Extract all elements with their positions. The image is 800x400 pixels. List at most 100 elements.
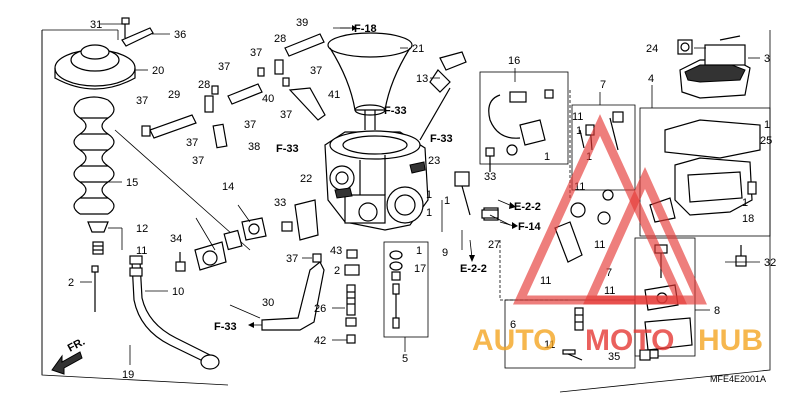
part-needle-valve-group bbox=[194, 204, 267, 271]
watermark-text-right: HUB bbox=[698, 324, 763, 357]
callout: 1 bbox=[764, 119, 770, 131]
callout: 37 bbox=[192, 155, 204, 167]
reference-arrows bbox=[248, 25, 518, 328]
leader-lines bbox=[80, 23, 760, 365]
callout: 37 bbox=[136, 95, 148, 107]
callout: 11 bbox=[594, 239, 605, 251]
callout: 42 bbox=[314, 335, 326, 347]
ref-e22-b: E-2-2 bbox=[460, 263, 487, 275]
part-screw-33a bbox=[485, 147, 495, 172]
callout: 37 bbox=[286, 253, 298, 265]
callout: 31 bbox=[90, 19, 102, 31]
part-float-assembly bbox=[679, 35, 751, 99]
part-joint-28b bbox=[274, 59, 284, 75]
part-screw-31 bbox=[121, 17, 130, 38]
callout: 2 bbox=[334, 265, 340, 277]
watermark-text-mid: MOTO bbox=[585, 324, 674, 357]
part-tube-40 bbox=[227, 83, 263, 105]
ref-e22-a: E-2-2 bbox=[514, 201, 541, 213]
callout: 21 bbox=[412, 43, 424, 55]
callout-numbers: 31 36 20 15 12 11 2 10 19 37 29 28 37 37… bbox=[68, 17, 776, 381]
ref-f18: F-18 bbox=[354, 23, 377, 35]
part-pilot-screw-group bbox=[562, 307, 584, 361]
part-top-cover bbox=[54, 44, 136, 90]
part-clip-37c bbox=[257, 67, 265, 77]
callout: 4 bbox=[648, 73, 654, 85]
callout: 1 bbox=[426, 207, 432, 219]
part-bracket-22 bbox=[294, 199, 319, 241]
part-o-ring-24 bbox=[677, 39, 693, 55]
callout: 13 bbox=[416, 73, 428, 85]
callout: 37 bbox=[250, 47, 262, 59]
part-tube-39 bbox=[284, 33, 325, 57]
callout: 39 bbox=[296, 17, 308, 29]
section-references: F-18 F-33 F-33 F-33 F-33 E-2-2 F-14 E-2-… bbox=[214, 23, 542, 333]
callout: 29 bbox=[168, 89, 180, 101]
part-screw-32 bbox=[735, 245, 747, 267]
callout: 22 bbox=[300, 173, 312, 185]
callout: 30 bbox=[262, 297, 274, 309]
callout: 11 bbox=[574, 181, 585, 193]
callout: 11 bbox=[136, 245, 147, 257]
callout: 28 bbox=[274, 33, 286, 45]
part-drain-tube bbox=[129, 255, 220, 370]
callout: 12 bbox=[136, 223, 148, 235]
callout: 35 bbox=[608, 351, 620, 363]
part-bracket-36 bbox=[121, 27, 154, 47]
callout: 20 bbox=[152, 65, 164, 77]
part-throttle-cable-23 bbox=[419, 87, 451, 141]
part-slow-jet-group bbox=[389, 250, 403, 329]
front-direction-arrow: FR. bbox=[51, 336, 87, 375]
callout: 15 bbox=[126, 177, 138, 189]
part-carburetor-body bbox=[324, 130, 429, 231]
callout: 37 bbox=[186, 137, 198, 149]
callout: 5 bbox=[402, 353, 408, 365]
callout: 37 bbox=[310, 65, 322, 77]
callout: 37 bbox=[244, 119, 256, 131]
part-clip-37b bbox=[211, 85, 219, 95]
callout: 18 bbox=[742, 213, 754, 225]
diagram-frame-diagonals bbox=[41, 30, 251, 375]
ref-f33-c: F-33 bbox=[276, 143, 299, 155]
callout: 19 bbox=[122, 369, 134, 381]
callout: 1 bbox=[444, 195, 450, 207]
part-screw-33b bbox=[281, 221, 293, 232]
part-screw-35 bbox=[639, 349, 651, 361]
callout: 11 bbox=[604, 285, 615, 297]
part-main-jet-group bbox=[344, 249, 360, 344]
watermark-logo bbox=[512, 114, 707, 305]
watermark-text-left: AUTO bbox=[472, 324, 556, 357]
callout: 2 bbox=[68, 277, 74, 289]
part-spring bbox=[73, 96, 115, 215]
callout: 33 bbox=[484, 171, 496, 183]
diagram-code: MFE4E2001A bbox=[710, 374, 766, 384]
part-needle-jet bbox=[87, 221, 109, 255]
callout: 33 bbox=[274, 197, 286, 209]
callout: 43 bbox=[330, 245, 342, 257]
callout: 11 bbox=[572, 111, 583, 123]
callout: 41 bbox=[328, 89, 340, 101]
callout: 1 bbox=[576, 125, 582, 137]
callout: 9 bbox=[442, 247, 448, 259]
part-screw-27 bbox=[481, 209, 499, 219]
callout: 37 bbox=[280, 109, 292, 121]
callout: 10 bbox=[172, 286, 184, 298]
callout: 23 bbox=[428, 155, 440, 167]
part-tube-30 bbox=[261, 261, 325, 331]
part-group-5-frame bbox=[383, 241, 429, 338]
callout: 27 bbox=[488, 239, 500, 251]
callout: 3 bbox=[764, 53, 770, 65]
callout: 24 bbox=[646, 43, 658, 55]
callout: 7 bbox=[606, 267, 612, 279]
front-label: FR. bbox=[66, 336, 87, 355]
callout: 25 bbox=[760, 135, 772, 147]
callout: 17 bbox=[414, 263, 426, 275]
callout: 1 bbox=[416, 245, 422, 257]
callout: 34 bbox=[170, 233, 182, 245]
ref-f33-b: F-33 bbox=[430, 133, 453, 145]
ref-f33-a: F-33 bbox=[384, 105, 407, 117]
part-linkage bbox=[554, 189, 614, 263]
part-joint-28a bbox=[204, 95, 214, 113]
callout: 28 bbox=[198, 79, 210, 91]
